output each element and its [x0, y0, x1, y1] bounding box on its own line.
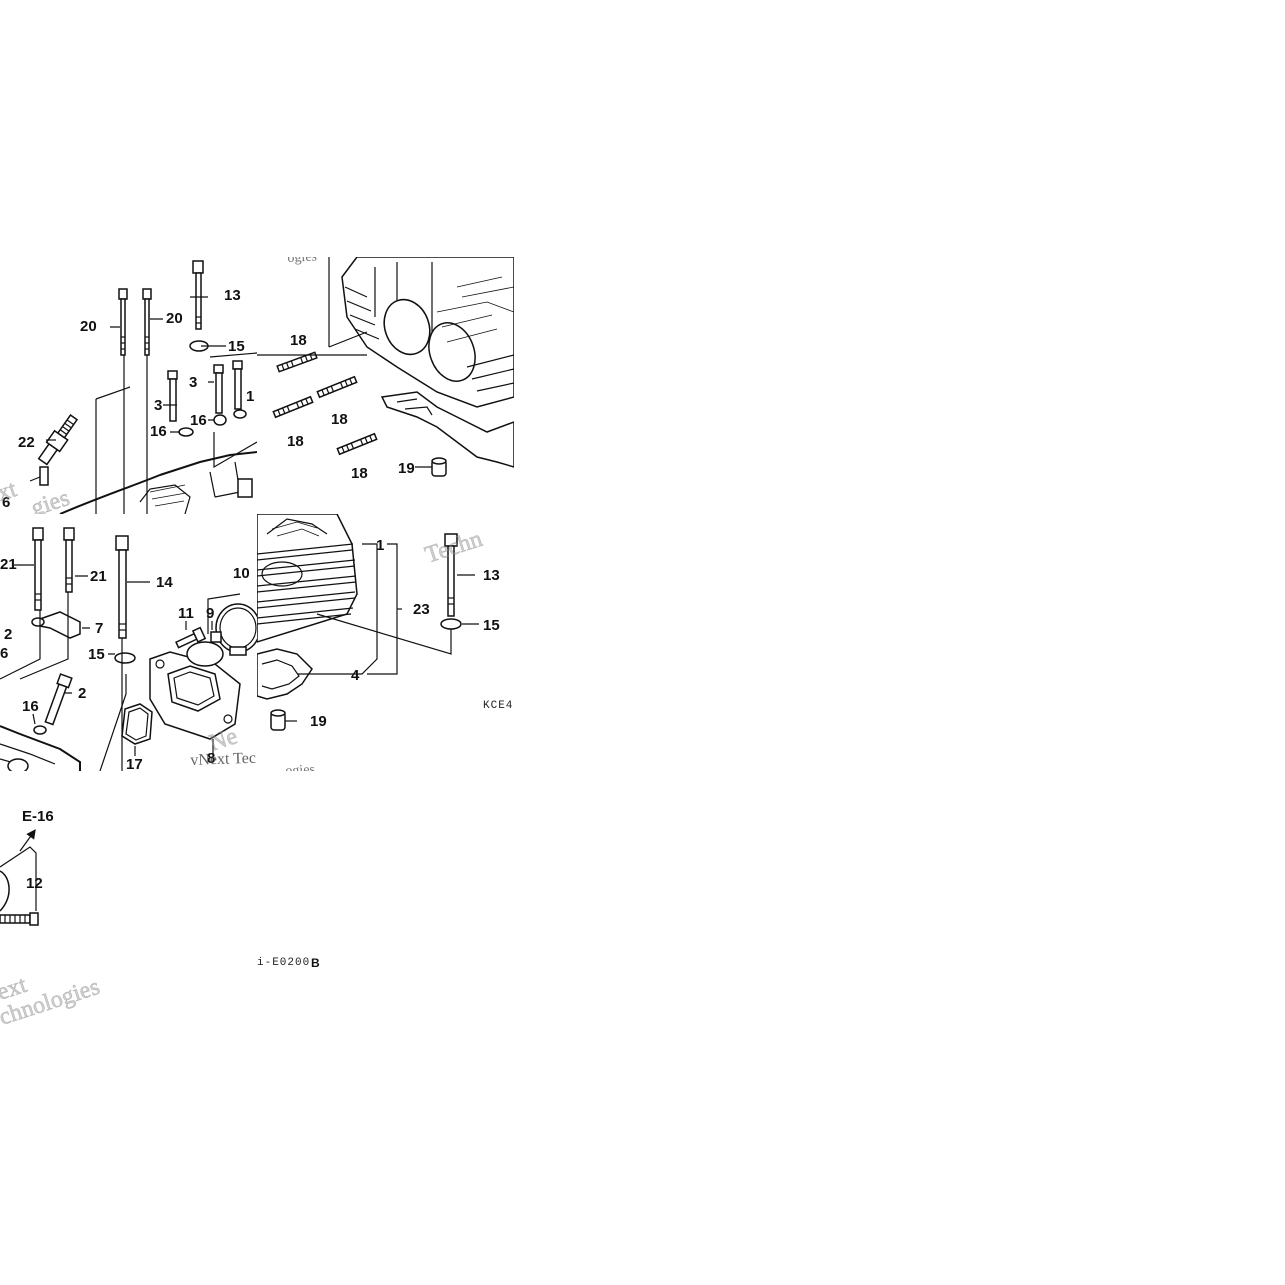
label-21-right: 21 — [90, 568, 107, 585]
bolt-20-left-shape — [118, 288, 128, 356]
watermark-ogies-mid: ogies — [285, 762, 316, 771]
label-1-block: 1 — [376, 537, 385, 554]
label-14: 14 — [156, 574, 173, 591]
bolt-12-shape — [0, 912, 39, 926]
screw-11-shape — [175, 626, 207, 649]
leader-12 — [0, 846, 37, 911]
bolt-13-right-shape — [444, 533, 458, 617]
tile-c-drawing — [0, 527, 257, 771]
label-13-right: 13 — [483, 567, 500, 584]
label-15-mid: 15 — [88, 646, 105, 663]
tile-exhaust-ref: E-16 12 ext chnologies — [0, 771, 257, 1028]
label-3-mid: 3 — [189, 374, 198, 391]
bolt-14-shape — [115, 535, 129, 639]
label-18-top: 18 — [290, 332, 307, 349]
label-3-left: 3 — [154, 397, 163, 414]
tile-diagram-code: i-E0200 B — [257, 771, 514, 1028]
oring-16-shape — [213, 414, 227, 426]
label-15-right: 15 — [483, 617, 500, 634]
label-7: 7 — [95, 620, 104, 637]
label-2-top: 2 — [4, 626, 13, 643]
bolt-20-right-shape — [142, 288, 152, 356]
label-23: 23 — [413, 601, 430, 618]
diagram-code-kce: KCE4 — [483, 700, 514, 712]
tile-cylinder-block: 1 23 4 13 15 19 KCE4 Techn ogies — [257, 514, 514, 771]
spark-plug-shape — [37, 414, 79, 466]
label-2-mid: 2 — [78, 685, 87, 702]
stud-3-mid-shape — [213, 364, 224, 414]
oring-16-low-shape — [33, 725, 47, 735]
tile-d-drawing — [257, 514, 479, 731]
label-20-left: 20 — [80, 318, 97, 335]
stud-18-d-shape — [336, 432, 378, 456]
label-19-low: 19 — [310, 713, 327, 730]
label-20-right: 20 — [166, 310, 183, 327]
label-1-partial: 1 — [246, 388, 255, 405]
label-18-mid: 18 — [331, 411, 348, 428]
oring-16c-shape — [233, 409, 247, 419]
head-outline-top — [59, 451, 257, 514]
head-gasket-shape — [380, 391, 514, 468]
bolt-13-shape — [192, 260, 204, 330]
label-16-left: 16 — [150, 423, 167, 440]
stud-18-c-shape — [316, 375, 358, 399]
tile-a-drawing — [29, 260, 257, 514]
clamp-10-shape — [215, 603, 257, 653]
tile-cylinder-head-bolts: 20 20 13 15 3 3 16 16 1 22 6 xt gies — [0, 257, 257, 514]
label-8: 8 — [207, 750, 216, 767]
label-12: 12 — [26, 875, 43, 892]
stud-18-b-shape — [272, 395, 314, 419]
bolt-21-left-shape — [32, 527, 44, 611]
label-19-top: 19 — [398, 460, 415, 477]
tile-e-drawing — [0, 829, 39, 926]
label-16-mid: 16 — [190, 412, 207, 429]
oring-16b-shape — [178, 427, 194, 437]
washer-15-mid-shape — [114, 652, 136, 664]
tile-b-drawing — [257, 257, 514, 477]
label-21-left: 21 — [0, 556, 17, 573]
head-bottom-outline — [0, 725, 81, 771]
label-9: 9 — [206, 605, 215, 622]
label-6-mid: 6 — [0, 645, 9, 662]
label-22: 22 — [18, 434, 35, 451]
bracket-7-shape — [39, 611, 81, 639]
label-11: 11 — [178, 605, 194, 622]
label-16-low: 16 — [22, 698, 39, 715]
label-17: 17 — [126, 756, 143, 771]
watermark-vnext-tec: vNext Tec — [190, 749, 257, 769]
label-6-top: 6 — [2, 494, 11, 511]
watermark-ogies-top: ogies — [287, 257, 318, 266]
bolt-21-right-shape — [63, 527, 75, 593]
label-18-left: 18 — [287, 433, 304, 450]
label-18-bottom: 18 — [351, 465, 368, 482]
label-13-top: 13 — [224, 287, 241, 304]
tile-cylinder-head-left: 21 21 14 7 2 6 15 2 16 17 11 9 10 8 Ne — [0, 514, 257, 771]
dowel-6-shape — [39, 466, 49, 486]
label-4: 4 — [351, 667, 360, 684]
ref-arrow — [19, 829, 36, 852]
exhaust-flange-shape — [0, 870, 10, 912]
ref-e16: E-16 — [22, 808, 54, 825]
label-10: 10 — [233, 565, 250, 582]
diagram-code-rev: B — [311, 956, 320, 970]
diagram-code-e0200: i-E0200 — [257, 957, 311, 969]
label-15-top: 15 — [228, 338, 245, 355]
stud-3-right-shape — [232, 360, 243, 410]
washer-15-right-shape — [440, 618, 462, 630]
stud-2-shape — [44, 673, 73, 726]
stud-3-left-shape — [167, 370, 178, 422]
nut-9-shape — [210, 631, 222, 643]
tile-cylinder-studs: 18 18 18 18 19 ogies — [257, 257, 514, 514]
